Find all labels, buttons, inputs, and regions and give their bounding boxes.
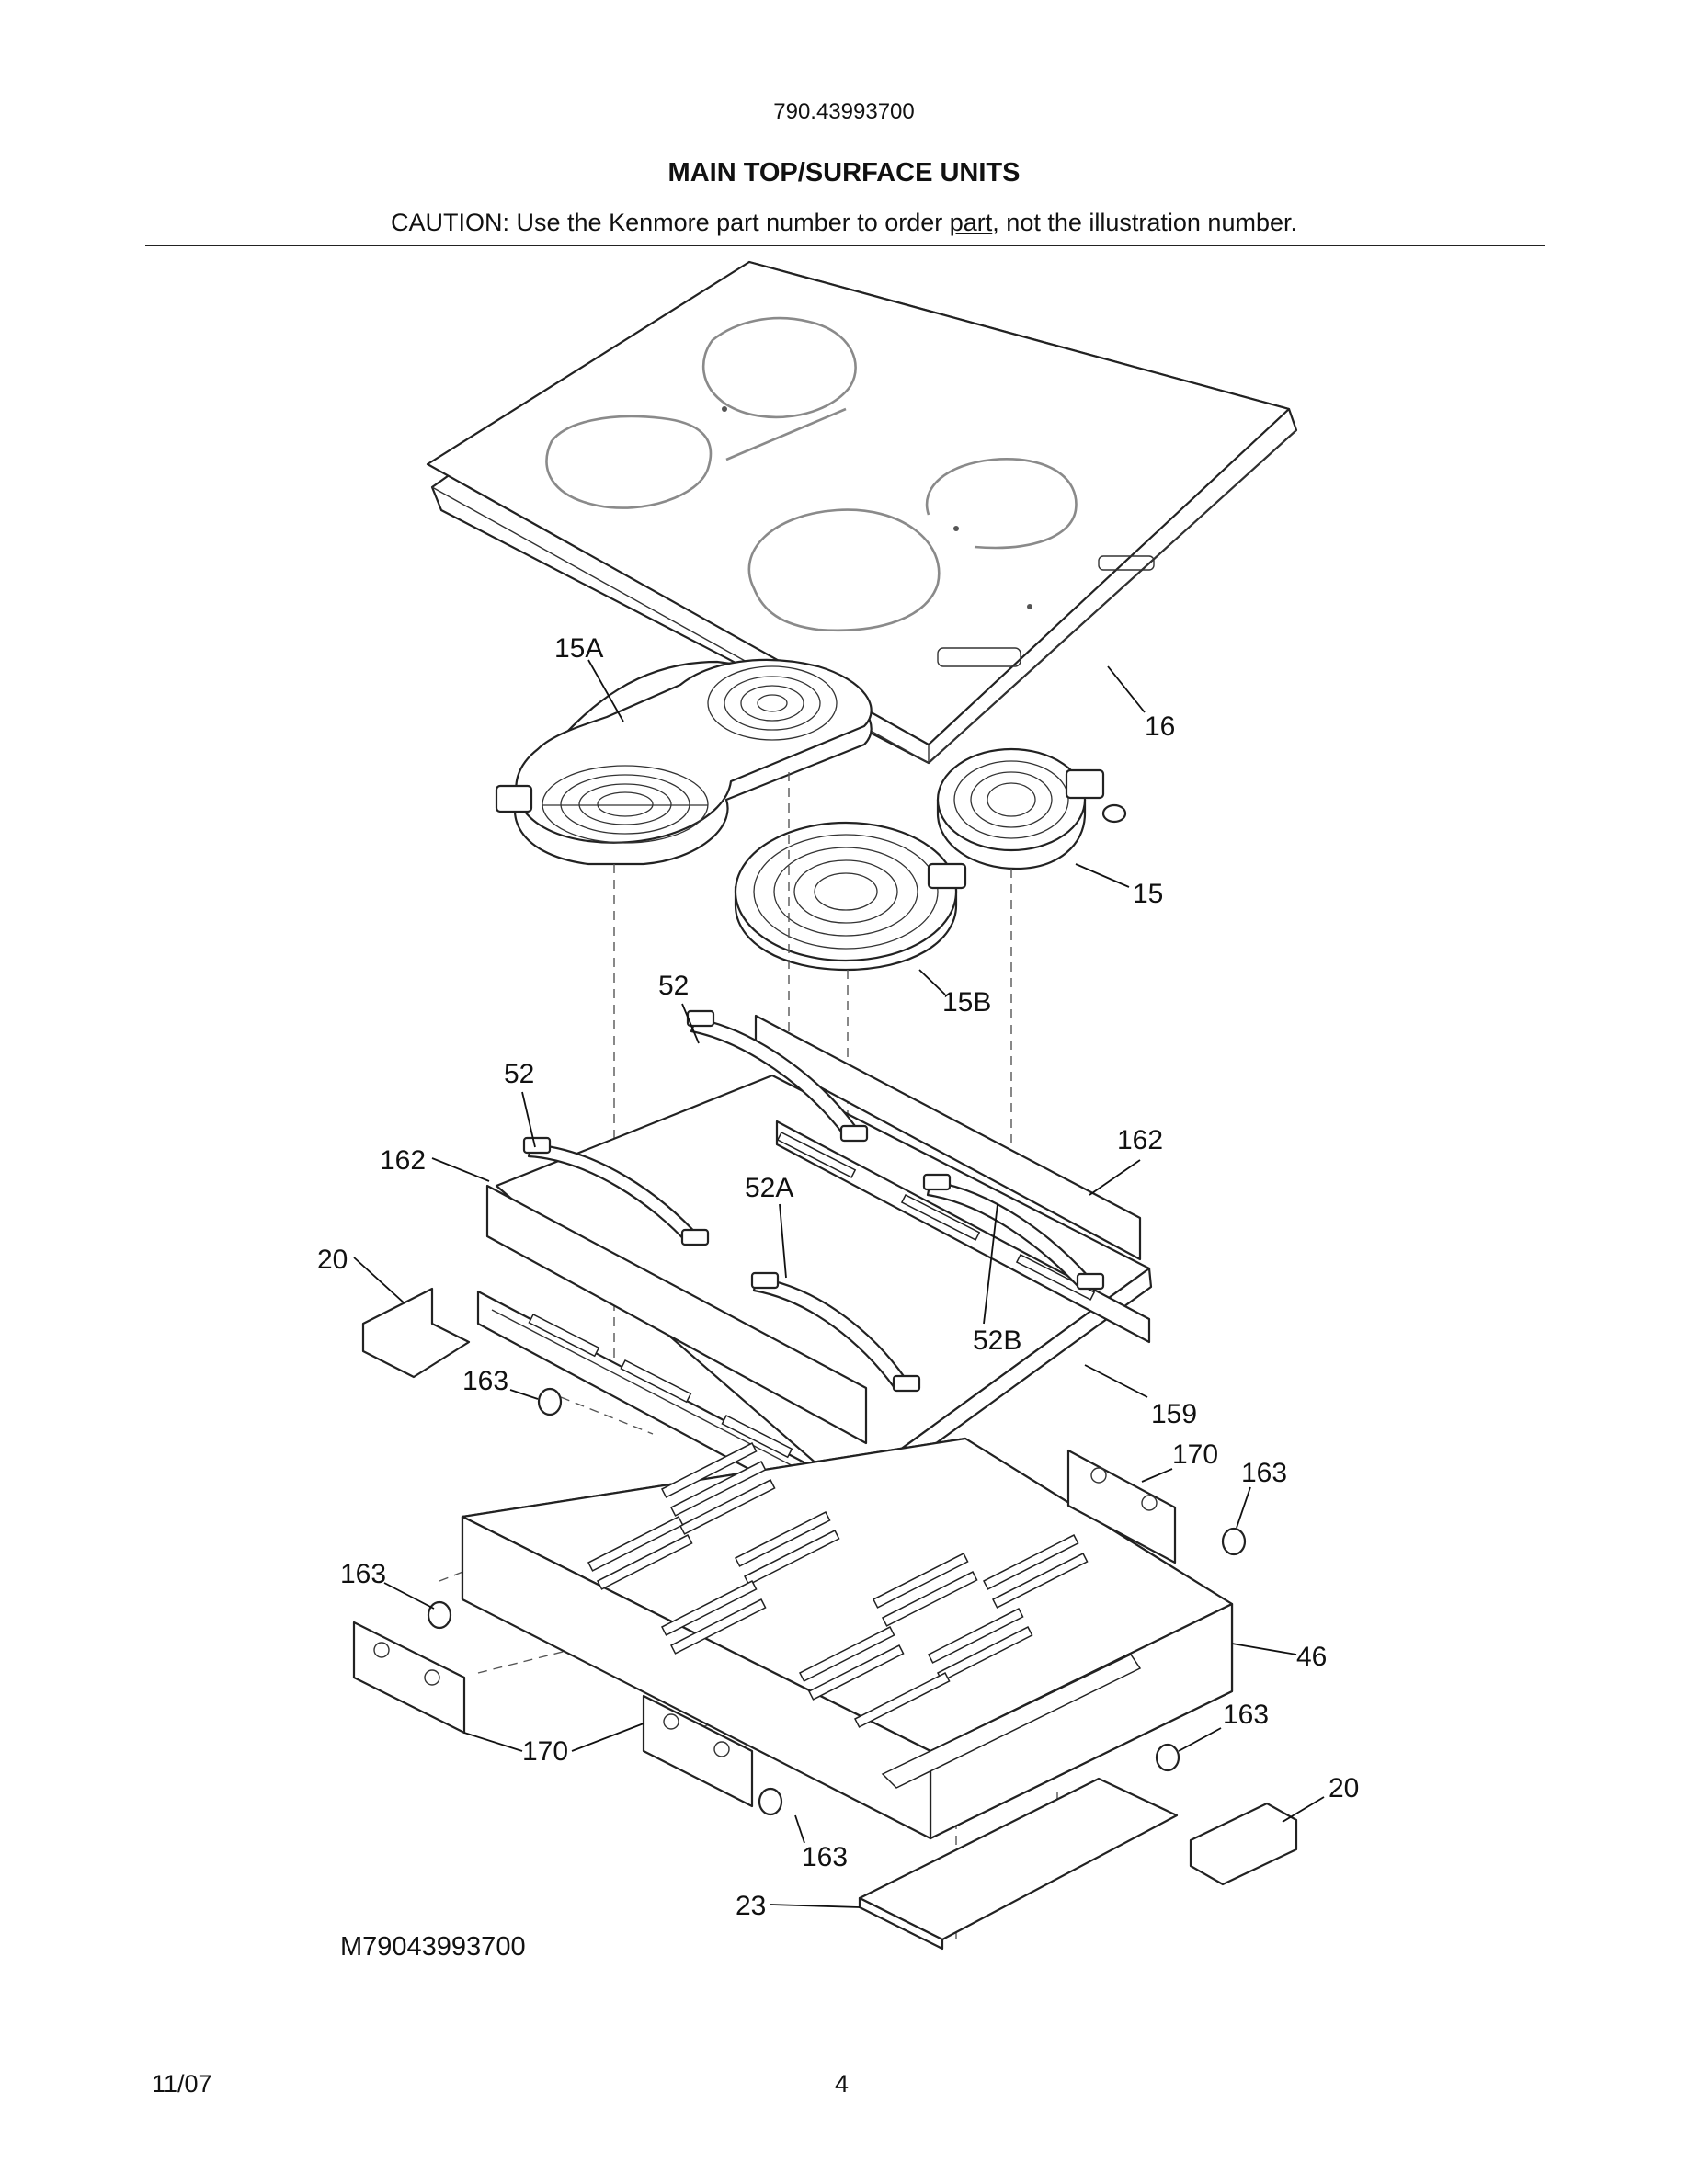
callout-46: 46 — [1296, 1642, 1327, 1672]
callout-163-d: 163 — [1223, 1700, 1269, 1730]
callout-170-right: 170 — [1172, 1439, 1218, 1470]
callout-15b: 15B — [942, 987, 991, 1018]
small-round-element — [936, 747, 1127, 870]
callout-170-left: 170 — [522, 1736, 568, 1767]
callout-52a: 52A — [745, 1173, 793, 1203]
callout-52-front: 52 — [504, 1059, 534, 1089]
diagram-id: M79043993700 — [340, 1932, 526, 1962]
callout-20-right: 20 — [1329, 1773, 1359, 1803]
caution-note: CAUTION: Use the Kenmore part number to … — [0, 209, 1688, 237]
mounting-brackets — [361, 1287, 1298, 1886]
callout-52-rear: 52 — [658, 971, 689, 1001]
caution-text-end: , not the illustration number. — [992, 209, 1297, 236]
callout-15: 15 — [1133, 879, 1163, 909]
caution-text: CAUTION: Use the Kenmore part number to … — [391, 209, 950, 236]
callout-163-e: 163 — [802, 1842, 848, 1872]
callout-15a: 15A — [554, 633, 603, 664]
large-round-element — [734, 821, 967, 972]
model-number: 790.43993700 — [773, 99, 915, 124]
callout-52b: 52B — [973, 1325, 1021, 1356]
callout-159: 159 — [1151, 1399, 1197, 1429]
page-number: 4 — [835, 2070, 850, 2098]
callout-20-left: 20 — [317, 1245, 348, 1275]
side-brackets — [352, 1449, 1177, 1808]
header-divider — [145, 245, 1545, 246]
burner-box — [461, 1437, 1234, 1840]
callout-163-b: 163 — [1241, 1458, 1287, 1488]
callout-163-c: 163 — [340, 1559, 386, 1589]
dual-radiant-element — [495, 658, 873, 866]
spacers — [427, 1387, 1247, 1816]
callout-23: 23 — [736, 1891, 766, 1921]
footer-date: 11/07 — [152, 2070, 212, 2098]
callout-162-rear: 162 — [1117, 1125, 1163, 1155]
bottom-cover — [858, 1777, 1179, 1951]
callout-labels: 16 15A 15 15B 52 52 52A 52B 162 162 20 2… — [317, 633, 1359, 1921]
callout-16: 16 — [1145, 711, 1175, 742]
main-top-glass — [426, 260, 1298, 765]
rear-bracket — [754, 1014, 1151, 1344]
leader-lines — [353, 659, 1325, 1908]
callout-162-front: 162 — [380, 1145, 426, 1176]
element-clips — [522, 1009, 1105, 1393]
caution-part-word: part — [949, 209, 993, 236]
vent-slots — [587, 1442, 1089, 1728]
callout-163-a: 163 — [462, 1366, 508, 1396]
page-title: MAIN TOP/SURFACE UNITS — [667, 158, 1021, 188]
